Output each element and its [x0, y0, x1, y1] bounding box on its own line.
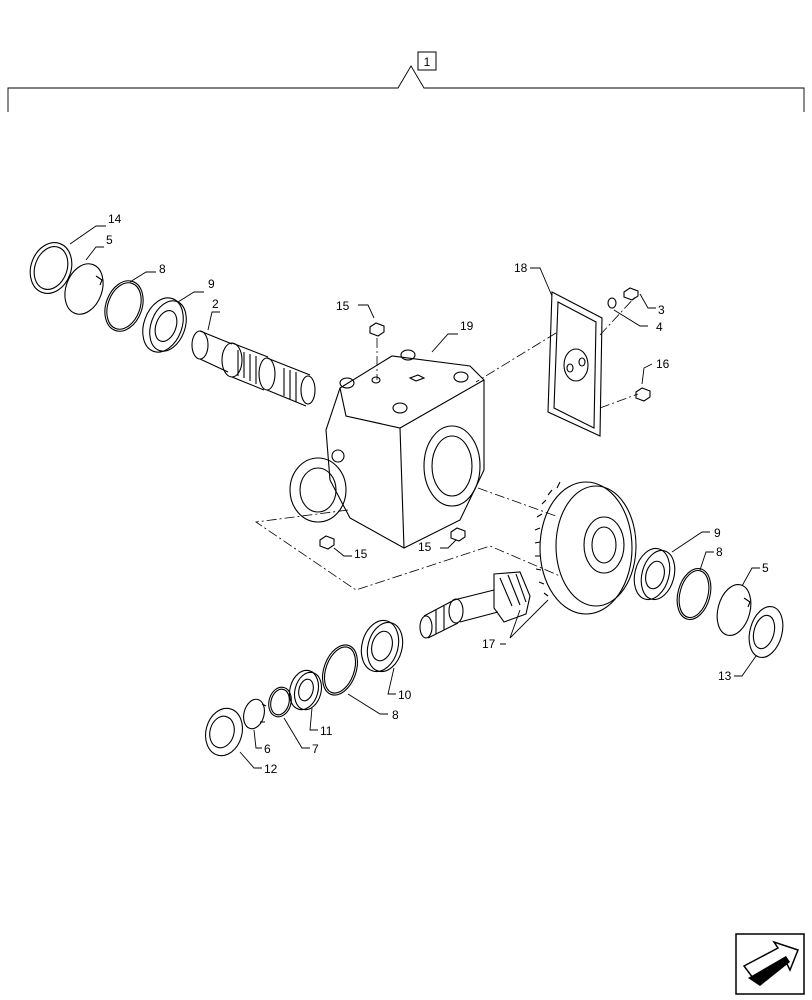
part-8-o-ring[interactable]	[98, 271, 156, 337]
part-15-plug-right[interactable]	[440, 527, 466, 549]
alignment-line-housing-right	[477, 487, 557, 517]
part-8-o-ring-right[interactable]	[672, 551, 716, 623]
part-8-o-ring-bottom[interactable]	[316, 640, 388, 715]
part-7-ring[interactable]	[265, 685, 310, 749]
callout-4[interactable]: 4	[656, 320, 663, 334]
callout-8[interactable]: 8	[392, 708, 399, 722]
callout-13[interactable]: 13	[718, 669, 732, 683]
part-5-snap-ring-right[interactable]	[712, 567, 760, 639]
alignment-line-housing-lower	[254, 509, 561, 591]
callout-labels: 14 5 8 9 2 15 19 18 3 4 16 15 15 9 8 5 1…	[106, 212, 769, 776]
assembly-bracket: 1	[7, 51, 805, 112]
part-16-breather[interactable]	[635, 363, 653, 402]
callout-5[interactable]: 5	[106, 233, 113, 247]
part-4-washer[interactable]	[607, 297, 648, 327]
callout-3[interactable]: 3	[658, 303, 665, 317]
callout-17[interactable]: 17	[482, 637, 496, 651]
callout-10[interactable]: 10	[398, 688, 412, 702]
part-6-snap-ring[interactable]	[240, 697, 267, 749]
callout-15[interactable]: 15	[354, 547, 368, 561]
callout-1[interactable]: 1	[424, 55, 431, 69]
callout-8[interactable]: 8	[716, 545, 723, 559]
part-11-bearing[interactable]	[285, 667, 325, 731]
callout-8[interactable]: 8	[159, 262, 166, 276]
callout-7[interactable]: 7	[312, 742, 319, 756]
part-17-pinion-shaft[interactable]	[419, 571, 549, 645]
callout-14[interactable]: 14	[108, 212, 122, 226]
callout-11[interactable]: 11	[320, 724, 333, 738]
callout-9[interactable]: 9	[208, 277, 215, 291]
part-3-screw[interactable]	[623, 287, 656, 309]
part-9-bearing[interactable]	[136, 291, 204, 358]
callout-6[interactable]: 6	[264, 742, 271, 756]
part-14-ring[interactable]	[23, 225, 106, 299]
part-9-bearing-right[interactable]	[629, 531, 710, 604]
callout-5[interactable]: 5	[762, 561, 769, 575]
callout-15[interactable]: 15	[418, 540, 432, 554]
part-10-bearing[interactable]	[356, 616, 408, 695]
part-18-cover-plate[interactable]	[475, 267, 639, 437]
part-2-input-shaft[interactable]	[191, 311, 316, 407]
part-5-snap-ring[interactable]	[58, 246, 110, 320]
callout-15[interactable]: 15	[336, 299, 350, 313]
part-17-ring-gear[interactable]	[534, 481, 637, 615]
part-15-plug-top[interactable]	[358, 304, 385, 380]
callout-2[interactable]: 2	[212, 297, 219, 311]
next-page-arrow-icon[interactable]	[735, 933, 805, 995]
callout-19[interactable]: 19	[460, 319, 474, 333]
part-12-seal[interactable]	[200, 704, 262, 769]
part-15-plug-left[interactable]	[319, 535, 352, 557]
callout-18[interactable]: 18	[514, 261, 528, 275]
callout-9[interactable]: 9	[714, 526, 721, 540]
part-13-seal[interactable]	[734, 603, 788, 677]
callout-12[interactable]: 12	[264, 762, 278, 776]
callout-16[interactable]: 16	[656, 357, 670, 371]
part-19-gearbox-housing[interactable]	[289, 333, 485, 549]
